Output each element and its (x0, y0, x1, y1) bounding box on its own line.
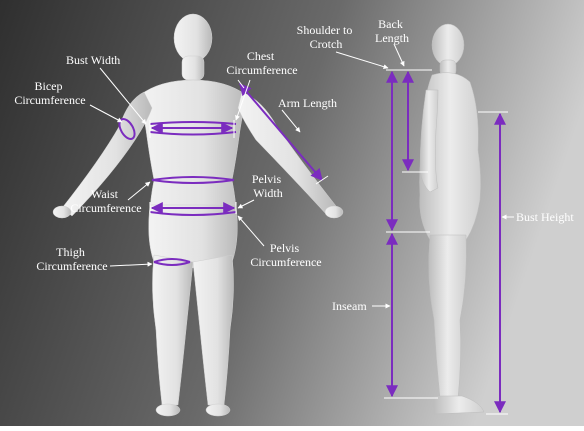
chest-label-line2: Circumference (226, 63, 297, 77)
chest-label-line1: Chest (247, 49, 275, 63)
front-right-foot (206, 404, 230, 416)
front-left-hand (53, 206, 71, 218)
front-head (174, 14, 212, 62)
inseam-label: Inseam (332, 299, 367, 313)
thigh-label-line2: Circumference (36, 259, 107, 273)
back-length-line2: Length (375, 31, 409, 45)
bust-height-label: Bust Height (516, 210, 574, 224)
arm-length-label: Arm Length (278, 96, 337, 110)
pelvis-width-label: Pelvis Width (252, 172, 284, 200)
front-torso (140, 80, 246, 214)
bicep-label-line2: Circumference (14, 93, 85, 107)
pelvis-circ-line1: Pelvis (270, 241, 300, 255)
side-head (432, 24, 464, 66)
shoulder-crotch-line1: Shoulder to (297, 23, 353, 37)
shoulder-crotch-line2: Crotch (310, 37, 343, 51)
pelvis-width-line2: Width (253, 186, 283, 200)
pelvis-circ-line2: Circumference (250, 255, 321, 269)
thigh-label-line1: Thigh (56, 245, 85, 259)
front-neck (182, 56, 204, 80)
waist-label-line1: Waist (91, 187, 119, 201)
bust-width-label: Bust Width (66, 53, 120, 67)
pelvis-width-line1: Pelvis (252, 172, 282, 186)
back-length-line1: Back (378, 17, 403, 31)
back-length-label: Back Length (375, 17, 409, 45)
bicep-label-line1: Bicep (35, 79, 63, 93)
front-left-foot (156, 404, 180, 416)
front-right-hand (325, 206, 343, 218)
waist-label-line2: Circumference (70, 201, 141, 215)
